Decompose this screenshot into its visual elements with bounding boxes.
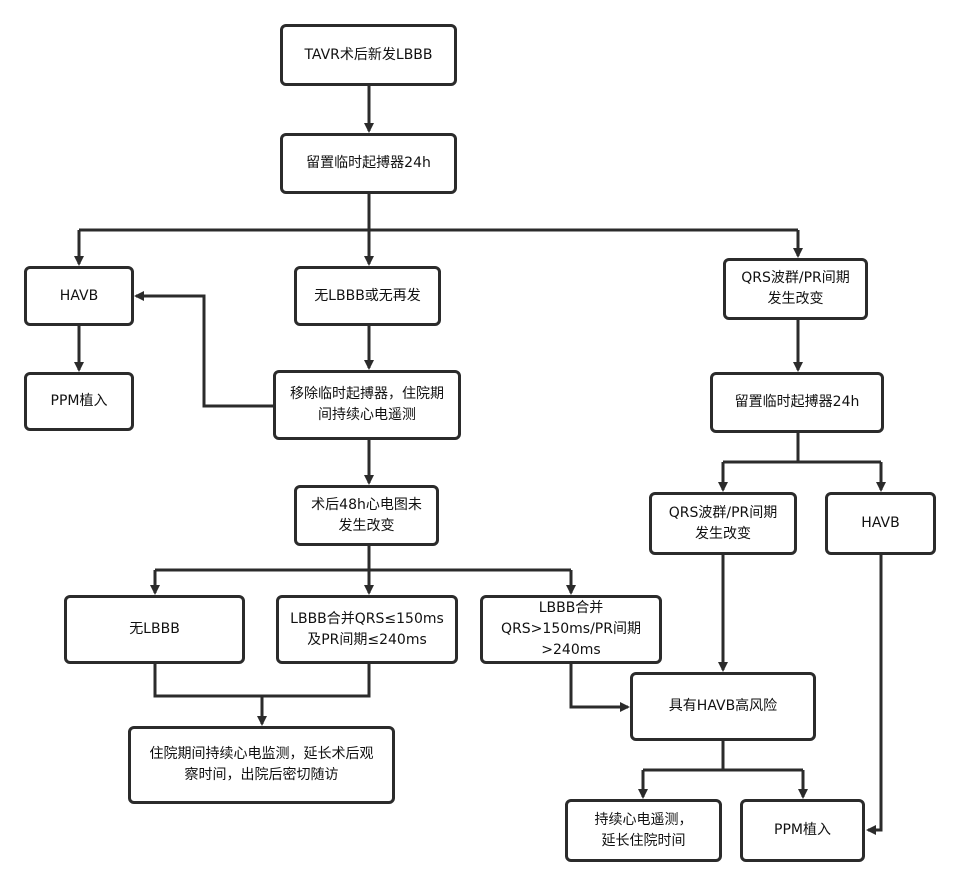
node-qrs-pr-change-mid: QRS波群/PR间期 发生改变: [649, 492, 797, 555]
node-lbbb-qrs-long-label: LBBB合并 QRS>150ms/PR间期 >240ms: [501, 600, 641, 658]
node-remove-pacer: 移除临时起搏器，住院期 间持续心电遥测: [273, 370, 461, 440]
arrow-havb-right-to-ppm-right: [866, 555, 883, 835]
node-havb-right: HAVB: [825, 492, 936, 555]
node-continuous-monitor: 持续心电遥测， 延长住院时间: [565, 799, 722, 862]
node-ecg-48h-label: 术后48h心电图未 发生改变: [311, 496, 422, 534]
node-ppm-right: PPM植入: [740, 799, 865, 862]
node-hospital-monitor: 住院期间持续心电监测，延长术后观 察时间，出院后密切随访: [128, 726, 395, 804]
node-qrs-pr-change-mid-label: QRS波群/PR间期 发生改变: [668, 504, 778, 542]
node-start-label: TAVR术后新发LBBB: [304, 46, 433, 63]
node-ppm-left: PPM植入: [24, 372, 134, 431]
connector-merge-to-monitor: [153, 664, 371, 698]
node-pacer-24h-top-label: 留置临时起搏器24h: [306, 155, 431, 171]
node-start: TAVR术后新发LBBB: [280, 24, 457, 86]
node-no-lbbb: 无LBBB: [64, 595, 245, 664]
node-lbbb-qrs-short: LBBB合并QRS≤150ms 及PR间期≤240ms: [276, 595, 458, 664]
node-no-lbbb-label: 无LBBB: [129, 621, 180, 637]
node-havb-left: HAVB: [24, 266, 134, 326]
node-qrs-pr-change-right: QRS波群/PR间期 发生改变: [723, 258, 868, 320]
node-qrs-pr-change-right-label: QRS波群/PR间期 发生改变: [741, 270, 850, 307]
node-ppm-right-label: PPM植入: [774, 822, 831, 838]
node-continuous-monitor-label: 持续心电遥测， 延长住院时间: [594, 811, 693, 849]
node-ecg-48h: 术后48h心电图未 发生改变: [294, 485, 439, 546]
node-no-lbbb-no-recur: 无LBBB或无再发: [294, 266, 441, 326]
node-lbbb-qrs-long: LBBB合并 QRS>150ms/PR间期 >240ms: [480, 595, 662, 664]
node-high-risk-havb: 具有HAVB高风险: [630, 672, 816, 741]
node-lbbb-qrs-short-label: LBBB合并QRS≤150ms 及PR间期≤240ms: [290, 610, 444, 648]
node-pacer-24h-right-label: 留置临时起搏器24h: [734, 394, 860, 410]
node-pacer-24h-right: 留置临时起搏器24h: [710, 372, 884, 433]
node-high-risk-havb-label: 具有HAVB高风险: [668, 698, 778, 714]
node-ppm-left-label: PPM植入: [50, 393, 108, 409]
node-havb-left-label: HAVB: [59, 287, 99, 304]
arrow-remove-pacer-to-havb-left: [134, 291, 273, 408]
node-remove-pacer-label: 移除临时起搏器，住院期 间持续心电遥测: [290, 386, 444, 423]
node-no-lbbb-no-recur-label: 无LBBB或无再发: [314, 287, 421, 304]
node-hospital-monitor-label: 住院期间持续心电监测，延长术后观 察时间，出院后密切随访: [149, 746, 374, 783]
node-havb-right-label: HAVB: [861, 515, 900, 531]
node-pacer-24h-top: 留置临时起搏器24h: [280, 133, 457, 194]
arrow-lbbb-long-to-high-risk: [569, 664, 630, 712]
